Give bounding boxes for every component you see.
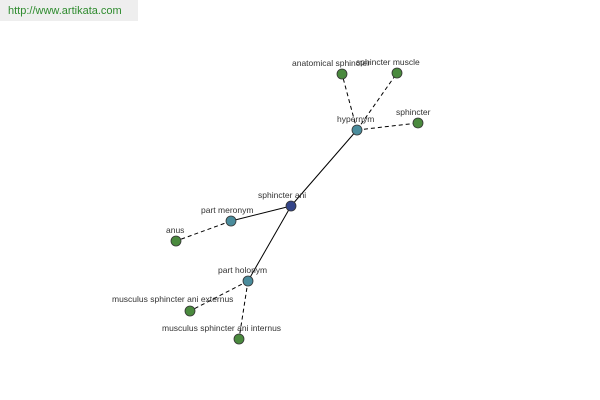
edge-center-part-holonym bbox=[247, 205, 292, 282]
label-musculus-sphincter-ani-externus: musculus sphincter ani externus bbox=[112, 294, 233, 304]
label-part-holonym: part holonym bbox=[218, 265, 267, 275]
edge-hypernym-sphincter bbox=[356, 122, 419, 131]
edge-center-part-meronym bbox=[230, 205, 292, 222]
edge-hypernym-sphincter-muscle bbox=[356, 72, 398, 131]
node-anatomical-sphincter[interactable] bbox=[336, 68, 348, 80]
label-anus: anus bbox=[166, 225, 184, 235]
edge-hypernym-anatomical-sphincter bbox=[341, 73, 358, 131]
label-musculus-sphincter-ani-internus: musculus sphincter ani internus bbox=[162, 323, 281, 333]
url-banner: http://www.artikata.com bbox=[0, 0, 138, 21]
edge-center-hypernym bbox=[290, 129, 358, 207]
node-anus[interactable] bbox=[170, 235, 182, 247]
node-sphincter-muscle[interactable] bbox=[391, 67, 403, 79]
node-sphincter[interactable] bbox=[412, 117, 424, 129]
node-hypernym[interactable] bbox=[351, 124, 363, 136]
edge-part-holonym-internus bbox=[238, 280, 249, 340]
label-sphincter-ani: sphincter ani bbox=[258, 190, 306, 200]
node-part-holonym[interactable] bbox=[242, 275, 254, 287]
label-anatomical-sphincter: anatomical sphincter bbox=[292, 58, 370, 68]
edge-part-holonym-externus bbox=[189, 280, 249, 312]
label-part-meronym: part meronym bbox=[201, 205, 253, 215]
node-sphincter-ani[interactable] bbox=[285, 200, 297, 212]
node-musculus-sphincter-ani-internus[interactable] bbox=[233, 333, 245, 345]
edge-part-meronym-anus bbox=[175, 220, 232, 242]
site-url[interactable]: http://www.artikata.com bbox=[8, 5, 122, 17]
node-musculus-sphincter-ani-externus[interactable] bbox=[184, 305, 196, 317]
node-part-meronym[interactable] bbox=[225, 215, 237, 227]
label-sphincter: sphincter bbox=[396, 107, 431, 117]
label-sphincter-muscle: sphincter muscle bbox=[356, 57, 420, 67]
label-hypernym: hypernym bbox=[337, 114, 374, 124]
